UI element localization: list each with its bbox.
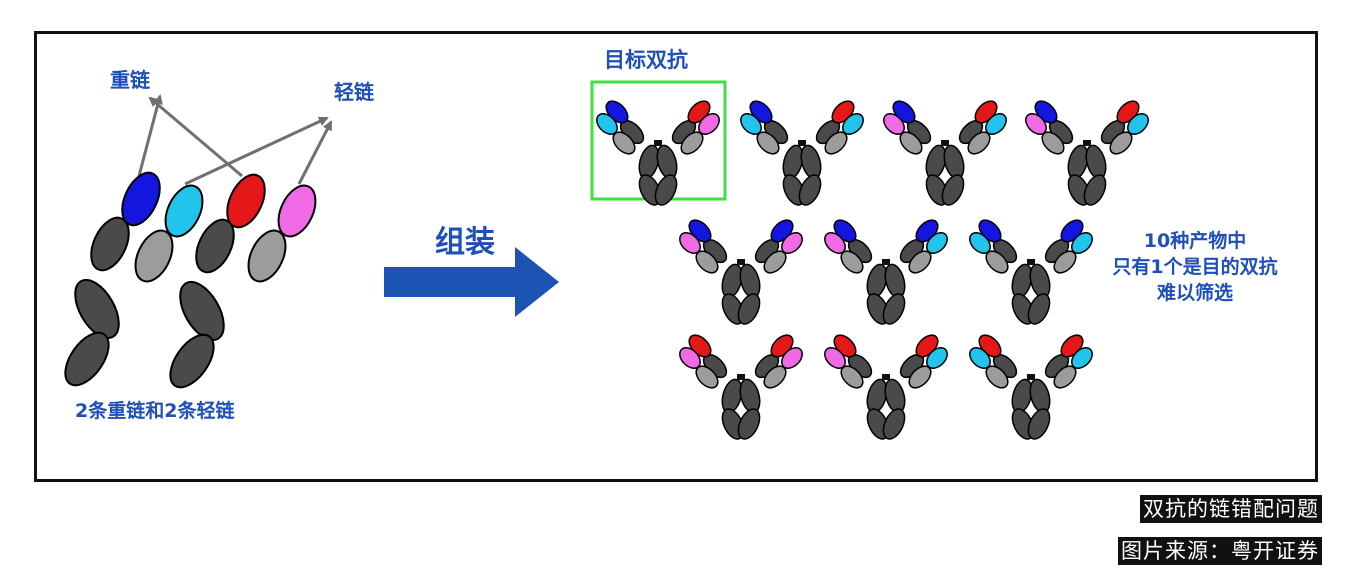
heavy-chain-label: 重链 bbox=[110, 68, 151, 92]
hinge bbox=[1083, 140, 1091, 146]
left-arm-outer-variable bbox=[969, 232, 991, 254]
antibody-3 bbox=[883, 100, 1007, 206]
antibody-6 bbox=[824, 219, 948, 325]
fc-ch3-right bbox=[654, 174, 678, 206]
antibody-9 bbox=[824, 334, 948, 440]
hinge bbox=[1027, 259, 1035, 265]
light-chain-label: 轻链 bbox=[334, 80, 375, 104]
right-arm-outer-variable bbox=[781, 347, 803, 369]
right-arm-outer-variable bbox=[1071, 232, 1093, 254]
hinge bbox=[882, 259, 890, 265]
diagram-frame: 重链 轻链 2条重链和2条轻链 组装 目标双抗 10种产物中 只有1个是目的双抗… bbox=[34, 31, 1318, 482]
antibody-7 bbox=[969, 219, 1093, 325]
fc-ch3-right bbox=[1083, 174, 1107, 206]
antibody-10 bbox=[969, 334, 1093, 440]
light-chain-arrow-2 bbox=[297, 120, 333, 185]
left-arm-outer-variable bbox=[679, 232, 701, 254]
note-line-1: 10种产物中 bbox=[1144, 229, 1246, 252]
fc-ch3-right bbox=[941, 174, 965, 206]
fc-ch3-right bbox=[1027, 293, 1051, 325]
light-chain-2 bbox=[247, 184, 317, 283]
left-arm-outer-variable bbox=[824, 232, 846, 254]
assembly-label: 组装 bbox=[435, 225, 495, 260]
note-line-3: 难以筛选 bbox=[1156, 281, 1233, 304]
right-arm-outer-variable bbox=[1127, 113, 1149, 135]
right-arm-outer-variable bbox=[781, 232, 803, 254]
heavy-chain-2 bbox=[169, 173, 266, 389]
light-chain-1 bbox=[134, 184, 204, 283]
hinge bbox=[737, 374, 745, 380]
left-arm-outer-variable bbox=[740, 113, 762, 135]
fc-ch3-right bbox=[882, 408, 906, 440]
chain-pointer-arrows bbox=[137, 94, 333, 186]
light-chain-arrow-1 bbox=[184, 116, 329, 186]
heavy-chain-2-ch1 bbox=[195, 218, 235, 274]
light-chain-1-constant bbox=[134, 229, 174, 283]
assembly-arrow bbox=[384, 247, 559, 317]
antibody-products bbox=[596, 100, 1149, 440]
heavy-chain-1 bbox=[64, 171, 161, 387]
hinge bbox=[654, 140, 662, 146]
left-arm-outer-variable bbox=[824, 347, 846, 369]
antibody-5 bbox=[679, 219, 803, 325]
left-arm-outer-variable bbox=[883, 113, 905, 135]
right-arm-outer-variable bbox=[926, 232, 948, 254]
right-arm-outer-variable bbox=[985, 113, 1007, 135]
hinge bbox=[737, 259, 745, 265]
fc-ch3-right bbox=[1027, 408, 1051, 440]
note-line-2: 只有1个是目的双抗 bbox=[1112, 255, 1277, 278]
right-arm-outer-variable bbox=[926, 347, 948, 369]
left-arm-outer-variable bbox=[1025, 113, 1047, 135]
target-antibody-label: 目标双抗 bbox=[604, 48, 688, 72]
right-arm-outer-variable bbox=[1071, 347, 1093, 369]
hinge bbox=[1027, 374, 1035, 380]
light-chain-2-constant bbox=[247, 229, 287, 283]
left-arm-outer-variable bbox=[969, 347, 991, 369]
antibody-8 bbox=[679, 334, 803, 440]
heavy-chain-2-ch3 bbox=[169, 333, 215, 389]
heavy-chain-1-ch3 bbox=[64, 331, 110, 387]
hinge bbox=[882, 374, 890, 380]
light-chain-2-variable bbox=[277, 184, 317, 238]
fc-ch3-right bbox=[737, 408, 761, 440]
figure-source-caption: 图片来源：粤开证券 bbox=[1118, 537, 1322, 565]
right-arm-outer-variable bbox=[698, 113, 720, 135]
left-arm-outer-variable bbox=[596, 113, 618, 135]
heavy-chain-arrow-1 bbox=[137, 94, 163, 177]
hinge bbox=[941, 140, 949, 146]
antibody-4 bbox=[1025, 100, 1149, 206]
fc-ch3-right bbox=[737, 293, 761, 325]
figure-title-caption: 双抗的链错配问题 bbox=[1140, 495, 1322, 523]
antibody-2 bbox=[740, 100, 864, 206]
right-arm-outer-variable bbox=[842, 113, 864, 135]
heavy-chain-1-variable bbox=[121, 171, 161, 227]
fc-ch3-right bbox=[798, 174, 822, 206]
light-chain-1-variable bbox=[164, 184, 204, 238]
heavy-chain-2-variable bbox=[226, 173, 266, 229]
chains-caption: 2条重链和2条轻链 bbox=[75, 399, 234, 422]
left-arm-outer-variable bbox=[679, 347, 701, 369]
hinge bbox=[798, 140, 806, 146]
target-antibody bbox=[596, 100, 720, 206]
antibody-mispairing-diagram: 重链 轻链 2条重链和2条轻链 组装 目标双抗 10种产物中 只有1个是目的双抗… bbox=[64, 48, 1278, 440]
heavy-chain-2-ch2 bbox=[179, 281, 225, 341]
heavy-chain-1-ch2 bbox=[74, 279, 120, 339]
fc-ch3-right bbox=[882, 293, 906, 325]
heavy-chain-1-ch1 bbox=[90, 216, 130, 272]
